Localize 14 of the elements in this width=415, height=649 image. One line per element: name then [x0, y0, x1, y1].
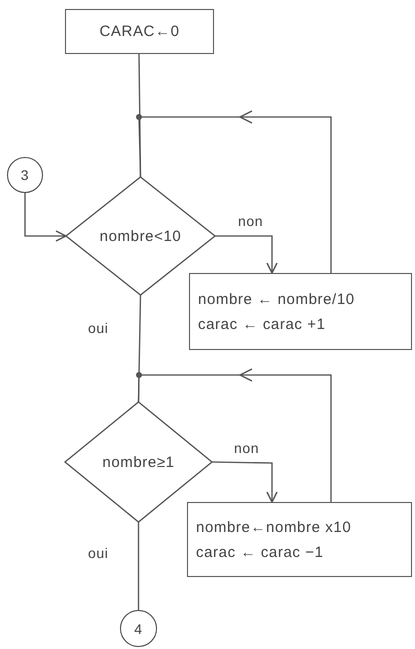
process-box — [189, 273, 412, 350]
assignment-text: nombre ← nombre/10 — [198, 290, 355, 308]
connector-circle — [7, 157, 43, 193]
connector-number: 4 — [134, 620, 143, 636]
assignment-text: carac ← carac +1 — [198, 316, 326, 332]
connector-circle — [120, 610, 157, 647]
process-box — [187, 502, 412, 577]
condition-text: nombre<10 — [100, 228, 182, 244]
assignment-text: carac ← carac −1 — [196, 544, 324, 560]
process-box — [65, 9, 214, 54]
connector-number: 3 — [20, 167, 30, 183]
assignment-text: nombre←nombre x10 — [196, 518, 352, 536]
condition-text: nombre≥1 — [102, 454, 175, 470]
assignment-text: CARAC←0 — [99, 23, 180, 40]
